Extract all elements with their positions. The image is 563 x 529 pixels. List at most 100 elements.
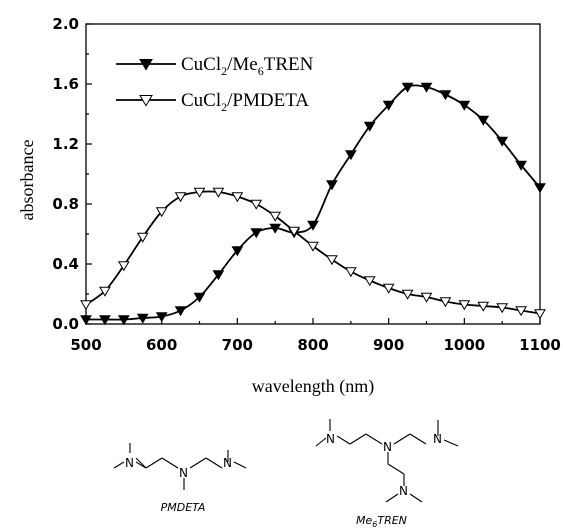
data-point (269, 211, 282, 222)
data-point (439, 90, 452, 101)
data-point (382, 100, 395, 111)
data-point (288, 226, 300, 237)
data-point (193, 187, 206, 198)
data-point (344, 150, 357, 161)
nitrogen-atom: N (399, 484, 408, 498)
legend-marker (139, 59, 153, 71)
x-tick-label: 600 (146, 336, 177, 354)
series-pmdeta (80, 187, 546, 320)
bond (409, 493, 423, 503)
nitrogen-atom: N (179, 466, 188, 480)
data-point (174, 192, 187, 203)
legend: CuCl2/Me6TREN CuCl2/PMDETA (116, 54, 314, 114)
legend-label: CuCl2/PMDETA (181, 90, 309, 114)
series-me6tren (80, 82, 546, 326)
data-point (477, 115, 490, 126)
data-point (193, 292, 206, 303)
pmdeta-structure: N N N PMDETA (113, 443, 247, 514)
bond (387, 463, 405, 475)
x-tick-label: 1000 (443, 336, 485, 354)
x-tick-label: 800 (297, 336, 328, 354)
pmdeta-label: PMDETA (161, 501, 206, 514)
data-point (382, 283, 395, 294)
bond (409, 433, 427, 445)
data-point (401, 289, 414, 300)
data-point (496, 136, 509, 147)
legend-label: CuCl2/Me6TREN (181, 54, 314, 78)
x-tick-label: 1100 (519, 336, 561, 354)
data-point (515, 160, 527, 171)
data-point (136, 313, 149, 324)
series-layer (80, 82, 546, 326)
data-point (534, 183, 546, 194)
y-tick-label: 0.8 (52, 195, 79, 213)
x-tick-label: 700 (222, 336, 253, 354)
data-point (496, 303, 509, 314)
legend-marker (139, 95, 153, 107)
data-point (458, 300, 471, 311)
data-point (117, 261, 130, 272)
data-point (155, 207, 168, 218)
data-point (439, 297, 452, 308)
data-point (231, 192, 244, 203)
data-point (307, 220, 319, 231)
data-point (269, 223, 282, 234)
bond (189, 457, 207, 469)
nitrogen-atom: N (125, 456, 134, 470)
data-point (212, 270, 225, 281)
data-point (363, 276, 376, 287)
data-point (117, 315, 130, 326)
x-tick-label: 500 (70, 336, 101, 354)
bond (161, 457, 179, 469)
bond (393, 433, 411, 445)
data-point (174, 306, 187, 317)
data-point (80, 300, 92, 311)
series-line (85, 84, 541, 321)
y-tick-label: 0.0 (52, 315, 79, 333)
data-point (136, 232, 149, 243)
bond (113, 461, 125, 469)
bond (349, 433, 367, 445)
data-point (155, 312, 168, 323)
nitrogen-atom: N (383, 440, 392, 454)
series-line (85, 190, 541, 315)
nitrogen-atom: N (326, 432, 335, 446)
bond (443, 439, 459, 447)
data-point (401, 82, 414, 93)
y-axis-title: absorbance (17, 140, 37, 221)
x-tick-label: 900 (373, 336, 404, 354)
bond (205, 457, 223, 469)
y-tick-label: 1.6 (52, 75, 79, 93)
data-point (534, 309, 546, 320)
y-tick-label: 1.2 (52, 135, 79, 153)
bond (145, 457, 163, 469)
me6tren-structure: N N N N Me6TREN (315, 419, 459, 529)
data-point (80, 315, 92, 326)
data-point (307, 241, 319, 252)
data-point (515, 306, 527, 317)
data-point (99, 315, 111, 326)
x-axis-title: wavelength (nm) (252, 376, 374, 397)
bond (315, 437, 327, 447)
data-point (326, 255, 338, 266)
nitrogen-atom: N (223, 456, 232, 470)
bond (135, 457, 147, 469)
data-point (363, 121, 376, 132)
nitrogen-atom: N (433, 432, 442, 446)
data-point (212, 187, 225, 198)
bond (365, 433, 383, 445)
y-tick-label: 0.4 (52, 255, 79, 273)
data-point (420, 292, 433, 303)
data-point (458, 100, 471, 111)
bond (336, 435, 351, 445)
data-point (420, 82, 433, 93)
data-point (250, 199, 263, 210)
data-point (326, 180, 338, 191)
data-point (231, 246, 244, 257)
data-point (250, 228, 263, 239)
data-point (477, 301, 490, 312)
bond (385, 493, 399, 503)
data-point (344, 267, 357, 278)
